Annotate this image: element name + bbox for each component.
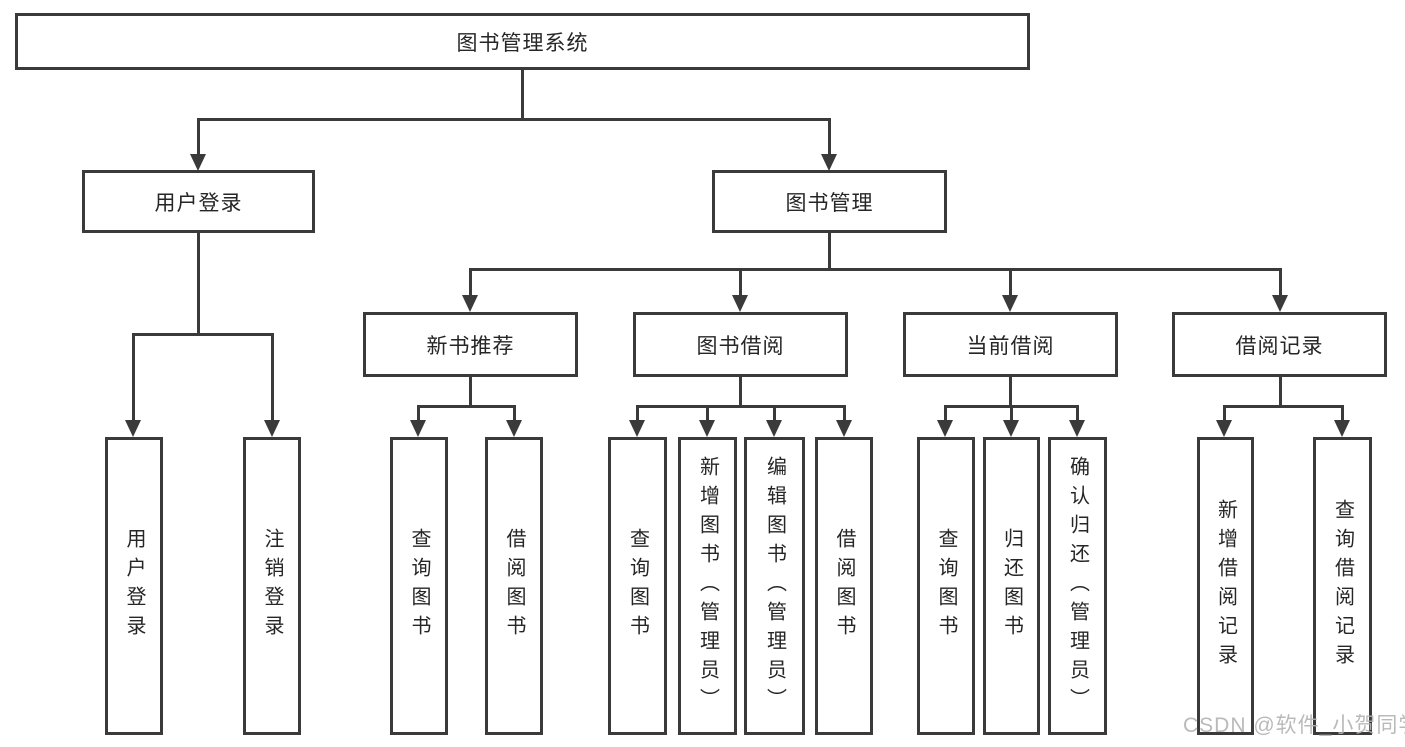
leaf-borrow-book-1-label: 借阅图书 (503, 528, 525, 644)
arrowhead-add-record (1216, 420, 1232, 437)
node-borrow-record: 借阅记录 (1172, 312, 1387, 377)
leaf-query-borrow-record: 查询借阅记录 (1313, 437, 1372, 735)
leaf-borrow-book-2-label: 借阅图书 (833, 528, 855, 644)
node-book-borrow: 图书借阅 (633, 312, 848, 377)
leaf-add-book-admin: 新增图书（管理员） (678, 437, 737, 735)
node-book-management: 图书管理 (712, 170, 947, 233)
leaf-return-book: 归还图书 (983, 437, 1040, 735)
leaf-query-borrow-record-label: 查询借阅记录 (1331, 499, 1354, 673)
connector-drop-query-book-3 (944, 405, 947, 423)
connector-current-borrow-stem (1009, 375, 1012, 407)
leaf-add-borrow-record-label: 新增借阅记录 (1214, 499, 1237, 673)
leaf-query-book-2: 查询图书 (608, 437, 667, 735)
connector-drop-current-borrow (1009, 268, 1012, 298)
arrowhead-query-book-3 (937, 420, 953, 437)
node-new-book-recommend-label: 新书推荐 (426, 334, 515, 358)
arrowhead-borrow-record (1272, 295, 1288, 312)
node-new-book-recommend: 新书推荐 (363, 312, 578, 377)
arrowhead-borrow-book-1 (506, 420, 522, 437)
leaf-borrow-book-1: 借阅图书 (485, 437, 543, 735)
node-borrow-record-label: 借阅记录 (1235, 334, 1324, 358)
arrowhead-book-borrow (732, 295, 748, 312)
arrowhead-return-book (1003, 420, 1019, 437)
connector-new-book-stem (469, 375, 472, 407)
connector-book-borrow-stem (739, 375, 742, 407)
arrowhead-add-book (699, 420, 715, 437)
connector-drop-query-record (1341, 405, 1344, 423)
leaf-query-book-1: 查询图书 (390, 437, 448, 735)
connector-drop-edit-book (773, 405, 776, 423)
leaf-logout-label: 注销登录 (261, 528, 283, 644)
node-current-borrow-label: 当前借阅 (966, 334, 1055, 358)
node-book-management-label: 图书管理 (785, 191, 874, 215)
arrowhead-query-book-2 (629, 420, 645, 437)
leaf-add-borrow-record: 新增借阅记录 (1197, 437, 1254, 735)
connector-drop-book-borrow (739, 268, 742, 298)
arrowhead-leaf-user-login (125, 420, 141, 437)
leaf-confirm-return-admin-label: 确认归还（管理员） (1066, 455, 1089, 717)
node-current-borrow: 当前借阅 (903, 312, 1118, 377)
connector-user-login-stem (197, 231, 200, 335)
connector-level3-splitter (469, 268, 1282, 271)
leaf-query-book-3-label: 查询图书 (935, 528, 957, 644)
connector-drop-query-book-2 (636, 405, 639, 423)
connector-drop-add-record (1223, 405, 1226, 423)
node-root: 图书管理系统 (15, 13, 1030, 70)
connector-drop-borrow-record (1279, 268, 1282, 298)
connector-drop-book-management (828, 118, 831, 156)
leaf-confirm-return-admin: 确认归还（管理员） (1048, 437, 1107, 735)
csdn-watermark: CSDN @软件_小贺同学 (1183, 714, 1405, 737)
leaf-add-book-admin-label: 新增图书（管理员） (696, 455, 719, 717)
leaf-query-book-3: 查询图书 (917, 437, 975, 735)
leaf-edit-book-admin: 编辑图书（管理员） (744, 437, 805, 735)
connector-new-book-splitter (417, 405, 516, 408)
arrowhead-book-management (821, 154, 837, 171)
leaf-edit-book-admin-label: 编辑图书（管理员） (763, 455, 786, 717)
connector-drop-query-book-1 (417, 405, 420, 423)
connector-level2-splitter (197, 118, 831, 121)
node-user-login-label: 用户登录 (154, 191, 243, 215)
arrowhead-new-book (462, 295, 478, 312)
connector-borrow-record-stem (1279, 375, 1282, 407)
arrowhead-user-login (190, 154, 206, 171)
connector-drop-add-book (706, 405, 709, 423)
arrowhead-borrow-book-2 (836, 420, 852, 437)
leaf-query-book-1-label: 查询图书 (408, 528, 430, 644)
arrowhead-edit-book (766, 420, 782, 437)
connector-drop-return-book (1010, 405, 1013, 423)
leaf-query-book-2-label: 查询图书 (626, 528, 649, 644)
connector-book-management-stem (828, 231, 831, 270)
connector-drop-borrow-book-2 (843, 405, 846, 423)
arrowhead-current-borrow (1002, 295, 1018, 312)
leaf-borrow-book-2: 借阅图书 (815, 437, 873, 735)
node-user-login: 用户登录 (82, 170, 315, 233)
connector-drop-leaf-logout (271, 333, 274, 421)
node-root-label: 图书管理系统 (456, 31, 589, 55)
connector-borrow-record-splitter (1223, 405, 1344, 408)
connector-drop-borrow-book-1 (513, 405, 516, 423)
leaf-user-login-label: 用户登录 (123, 528, 145, 644)
arrowhead-query-record (1334, 420, 1350, 437)
connector-root-stem (521, 68, 524, 120)
connector-user-login-splitter (132, 333, 274, 336)
arrowhead-confirm-return (1069, 420, 1085, 437)
connector-drop-confirm-return (1076, 405, 1079, 423)
connector-book-borrow-splitter (636, 405, 846, 408)
connector-drop-new-book (469, 268, 472, 298)
connector-drop-user-login (197, 118, 200, 156)
arrowhead-query-book-1 (410, 420, 426, 437)
leaf-user-login: 用户登录 (105, 437, 163, 735)
connector-drop-leaf-user-login (132, 333, 135, 421)
leaf-logout: 注销登录 (243, 437, 301, 735)
node-book-borrow-label: 图书借阅 (696, 334, 785, 358)
arrowhead-leaf-logout (264, 420, 280, 437)
leaf-return-book-label: 归还图书 (1000, 528, 1023, 644)
